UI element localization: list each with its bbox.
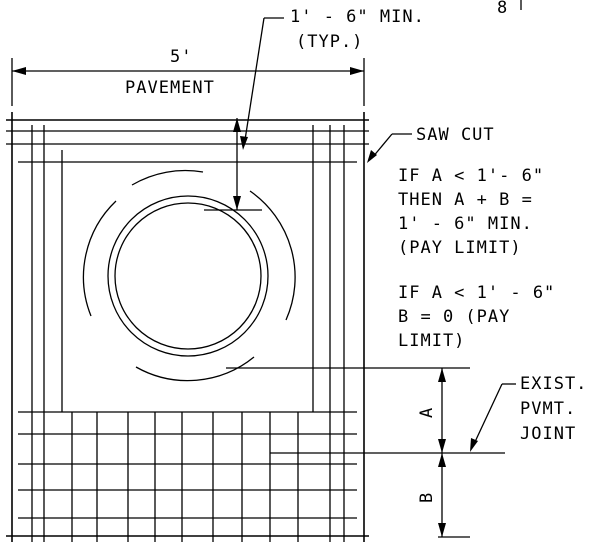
existing-pavement-grid <box>6 411 369 542</box>
joint-line1: EXIST. <box>520 374 587 394</box>
rule2-line3: LIMIT) <box>398 331 465 351</box>
rule1-line1: IF A < 1'- 6" <box>398 166 544 186</box>
width-arrow-left <box>12 67 26 75</box>
min-depth-arrow-top <box>233 118 241 132</box>
dashed-ring-arc-bottom <box>135 356 255 382</box>
a-arrow-bottom <box>438 439 446 453</box>
dim-a-label: A <box>417 407 437 418</box>
a-arrow-top <box>438 368 446 382</box>
dashed-ring-arc-left <box>82 200 117 317</box>
joint-line2: PVMT. <box>520 399 576 419</box>
min-depth-leader <box>244 17 265 141</box>
width-dimension: 5' PAVEMENT <box>11 47 365 106</box>
rule2-line1: IF A < 1' - 6" <box>398 283 555 303</box>
joint-arrow <box>470 438 478 452</box>
pay-limit-note-1: IF A < 1'- 6" THEN A + B = 1' - 6" MIN. … <box>398 166 544 258</box>
rule1-line2: THEN A + B = <box>398 190 533 210</box>
joint-leader <box>473 383 503 445</box>
joint-line3: JOINT <box>520 424 576 444</box>
existing-joint-callout: EXIST. PVMT. JOINT <box>470 374 587 452</box>
saw-cut-callout: SAW CUT <box>367 125 495 163</box>
min-depth-label: 1' - 6" MIN. <box>290 7 425 27</box>
corner-fragment-text: 8 <box>497 0 508 18</box>
b-arrow-bottom <box>438 523 446 537</box>
pavement-outline <box>6 112 369 542</box>
saw-cut-label: SAW CUT <box>416 125 495 145</box>
manhole-outer-ring <box>107 195 269 357</box>
dashed-ring-arc-right <box>249 190 296 321</box>
b-arrow-top <box>438 453 446 467</box>
width-arrow-right <box>350 67 364 75</box>
pay-limit-note-2: IF A < 1' - 6" B = 0 (PAY LIMIT) <box>398 283 555 351</box>
rule1-line3: 1' - 6" MIN. <box>398 214 533 234</box>
a-b-dimensions: A B <box>226 367 505 538</box>
saw-cut-arrow <box>367 150 377 163</box>
rule2-line2: B = 0 (PAY <box>398 307 510 327</box>
min-depth-typ-label: (TYP.) <box>296 32 363 52</box>
min-depth-arrow-bottom <box>233 196 241 210</box>
dashed-ring-arc-top <box>131 169 204 186</box>
pavement-label: PAVEMENT <box>125 78 215 98</box>
width-label: 5' <box>170 47 192 67</box>
manhole-casting <box>82 169 296 382</box>
rule1-line4: (PAY LIMIT) <box>398 238 522 258</box>
manhole-inner-ring <box>114 202 262 350</box>
min-depth-leader-arrow <box>240 136 248 150</box>
dim-b-label: B <box>417 492 437 503</box>
min-depth-callout: 1' - 6" MIN. (TYP.) <box>204 7 425 211</box>
